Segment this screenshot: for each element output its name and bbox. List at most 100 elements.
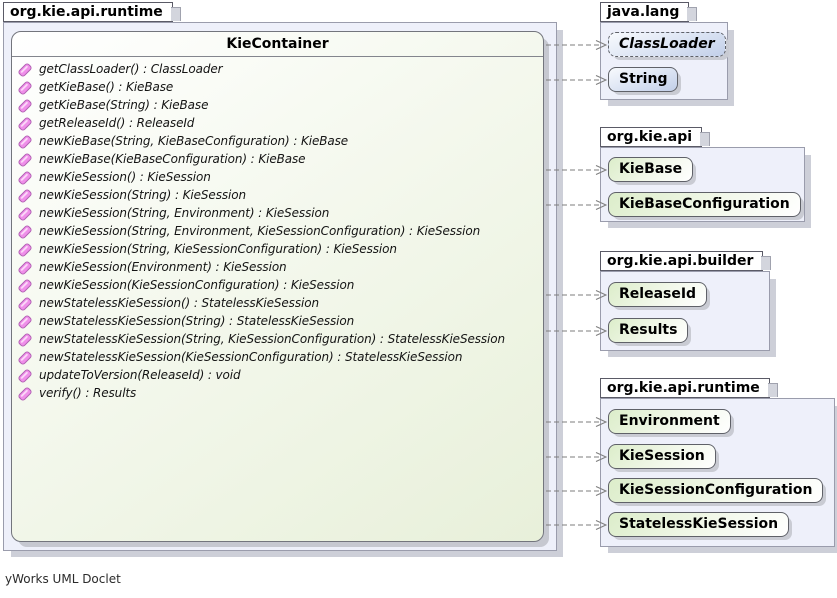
class-chip-label: ReleaseId [619,286,697,302]
method-label: verify() : Results [39,386,137,400]
class-chip-releaseid[interactable]: ReleaseId [546,282,708,307]
method-icon [18,116,32,131]
method-icon [18,368,32,383]
method-row[interactable]: newStatelessKieSession(String, KieSessio… [18,330,543,348]
method-icon [18,224,32,239]
method-row[interactable]: newKieSession(String, Environment, KieSe… [18,222,543,240]
method-icon [18,296,32,311]
method-label: getKieBase(String) : KieBase [39,98,209,112]
method-row[interactable]: newKieBase(String, KieBaseConfiguration)… [18,132,543,150]
method-icon [18,188,32,203]
method-row[interactable]: verify() : Results [18,384,543,402]
package-tab-java-lang[interactable]: java.lang [600,2,698,22]
method-label: getReleaseId() : ReleaseId [39,116,195,130]
dependency-arrow-icon [546,451,608,462]
method-label: newKieSession(Environment) : KieSession [39,260,287,274]
dependency-arrow-icon [546,325,608,336]
method-list: getClassLoader() : ClassLoader getKieBas… [12,57,543,402]
dependency-arrow-icon [546,164,608,175]
package-body-org-kie-api-builder: ReleaseId Results [546,271,770,351]
class-title-kiecontainer[interactable]: KieContainer [12,32,543,57]
class-chip-statelesskiesession[interactable]: StatelessKieSession [546,512,790,537]
package-tab-org-kie-api-builder[interactable]: org.kie.api.builder [600,251,772,271]
package-tab-org-kie-api[interactable]: org.kie.api [600,127,711,147]
package-name: org.kie.api.runtime [10,4,163,20]
package-body-main: KieContainer getClassLoader() : ClassLoa… [3,22,557,551]
package-tab-main[interactable]: org.kie.api.runtime [3,2,181,22]
method-row[interactable]: newStatelessKieSession(KieSessionConfigu… [18,348,543,366]
method-icon [18,206,32,221]
method-row[interactable]: newKieSession() : KieSession [18,168,543,186]
method-row[interactable]: newStatelessKieSession() : StatelessKieS… [18,294,543,312]
class-chip-classloader[interactable]: ClassLoader [546,32,726,57]
class-chip-environment[interactable]: Environment [546,409,731,434]
package-main-org-kie-api-runtime: org.kie.api.runtime KieContainer getClas… [3,2,565,558]
method-icon [18,332,32,347]
method-label: newKieSession() : KieSession [39,170,211,184]
method-row[interactable]: newKieSession(String, Environment) : Kie… [18,204,543,222]
method-label: getClassLoader() : ClassLoader [39,62,223,76]
method-icon [18,242,32,257]
class-chip-label: KieSessionConfiguration [619,482,813,498]
class-chip-label: String [619,71,668,87]
method-label: newKieSession(String) : KieSession [39,188,246,202]
method-label: getKieBase() : KieBase [39,80,174,94]
method-row[interactable]: getClassLoader() : ClassLoader [18,60,543,78]
method-row[interactable]: getReleaseId() : ReleaseId [18,114,543,132]
method-label: newKieSession(KieSessionConfiguration) :… [39,278,355,292]
method-icon [18,80,32,95]
class-chip-label: KieSession [619,448,705,464]
method-icon [18,260,32,275]
class-chip-kiebase[interactable]: KieBase [546,157,694,182]
dependency-arrow-icon [546,289,608,300]
class-chip-string[interactable]: String [546,67,679,92]
dependency-arrow-icon [546,485,608,496]
dependency-arrow-icon [546,199,608,210]
class-chip-label: Environment [619,413,720,429]
class-chip-label: KieBase [619,161,683,177]
method-row[interactable]: getKieBase(String) : KieBase [18,96,543,114]
method-row[interactable]: updateToVersion(ReleaseId) : void [18,366,543,384]
method-row[interactable]: newStatelessKieSession(String) : Statele… [18,312,543,330]
package-java-lang: java.lang ClassLoader String [546,2,736,108]
package-name: org.kie.api.builder [607,253,754,269]
method-label: newKieSession(String, Environment, KieSe… [39,224,481,238]
package-name: org.kie.api [607,129,693,145]
method-label: newStatelessKieSession() : StatelessKieS… [39,296,319,310]
class-chip-kiesessionconfiguration[interactable]: KieSessionConfiguration [546,478,824,503]
class-chip-label: Results [619,322,678,338]
package-body-java-lang: ClassLoader String [546,22,728,100]
class-chip-results[interactable]: Results [546,318,689,343]
package-body-org-kie-api-runtime: Environment KieSession KieSessionConfigu… [546,398,835,547]
package-org-kie-api: org.kie.api KieBase KieBaseConfiguration [546,127,813,230]
method-label: newKieSession(String, Environment) : Kie… [39,206,330,220]
method-label: newKieSession(String, KieSessionConfigur… [39,242,397,256]
class-chip-label: KieBaseConfiguration [619,196,790,212]
class-chip-kiebaseconfiguration[interactable]: KieBaseConfiguration [546,192,801,217]
dependency-arrow-icon [546,519,608,530]
method-row[interactable]: newKieBase(KieBaseConfiguration) : KieBa… [18,150,543,168]
method-label: newKieBase(KieBaseConfiguration) : KieBa… [39,152,306,166]
method-icon [18,62,32,77]
method-icon [18,98,32,113]
method-icon [18,134,32,149]
method-row[interactable]: newKieSession(Environment) : KieSession [18,258,543,276]
method-label: newStatelessKieSession(String) : Statele… [39,314,355,328]
package-body-org-kie-api: KieBase KieBaseConfiguration [546,147,805,222]
class-chip-kiesession[interactable]: KieSession [546,444,716,469]
method-icon [18,278,32,293]
method-icon [18,386,32,401]
method-row[interactable]: getKieBase() : KieBase [18,78,543,96]
method-label: newKieBase(String, KieBaseConfiguration)… [39,134,349,148]
doclet-credit: yWorks UML Doclet [5,572,121,586]
class-chip-label: ClassLoader [619,36,715,52]
method-icon [18,170,32,185]
method-row[interactable]: newKieSession(String) : KieSession [18,186,543,204]
package-name: org.kie.api.runtime [607,380,760,396]
method-row[interactable]: newKieSession(String, KieSessionConfigur… [18,240,543,258]
method-row[interactable]: newKieSession(KieSessionConfiguration) :… [18,276,543,294]
package-org-kie-api-runtime-right: org.kie.api.runtime Environment KieSessi… [546,378,837,555]
package-tab-org-kie-api-runtime[interactable]: org.kie.api.runtime [600,378,778,398]
method-label: newStatelessKieSession(KieSessionConfigu… [39,350,463,364]
package-name: java.lang [607,4,680,20]
